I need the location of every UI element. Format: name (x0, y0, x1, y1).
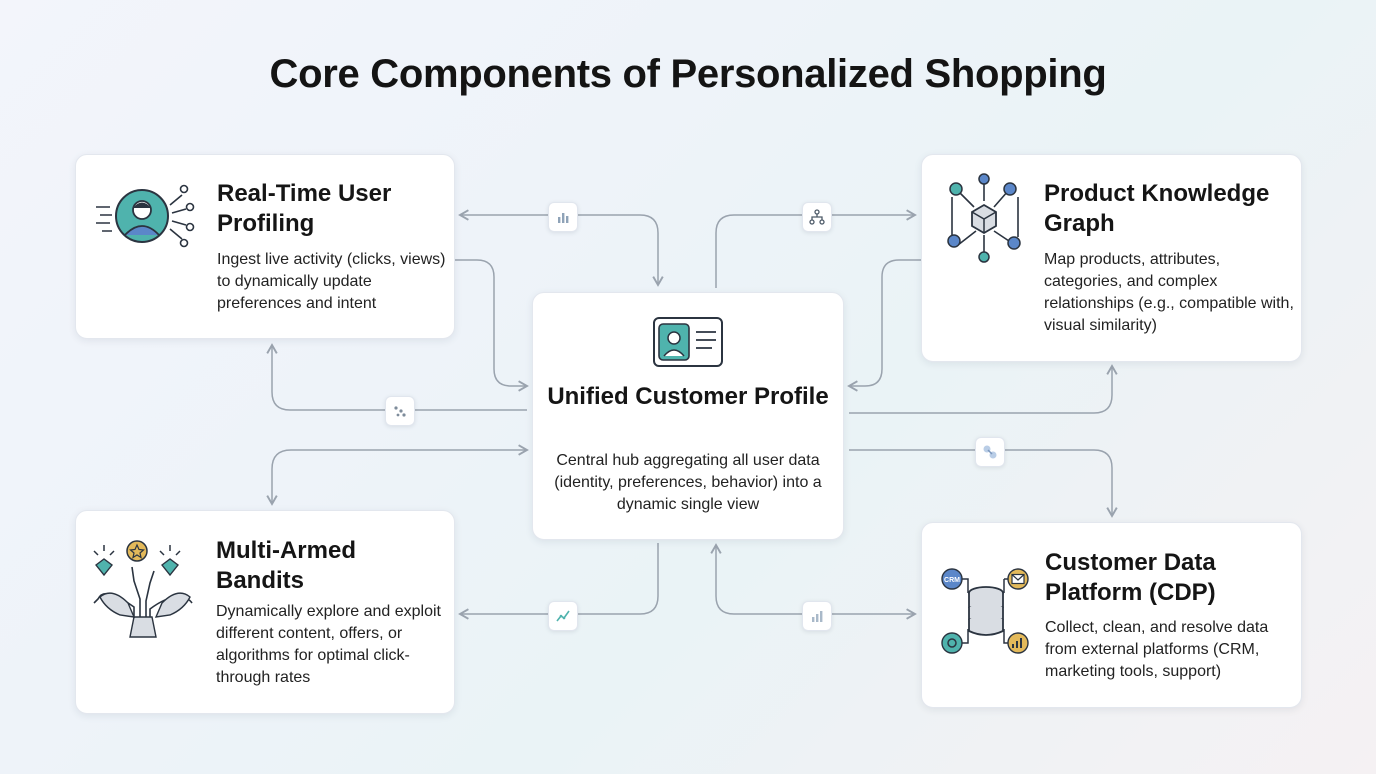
trend-badge (548, 601, 578, 631)
database-hub-icon: CRM (941, 568, 1029, 654)
card-title: Unified Customer Profile (547, 383, 829, 410)
connector-mab-to-ucp (266, 444, 529, 506)
link-badge (975, 437, 1005, 467)
bar-chart-icon (558, 213, 569, 223)
connector-ucp-to-pkg-top (715, 209, 917, 288)
profile-card-icon (653, 317, 723, 367)
card-title: Real-Time User Profiling (217, 180, 392, 237)
connector-rt-to-ucp-top (458, 209, 664, 287)
user-profiling-icon (96, 184, 195, 248)
connector-rt-to-ucp-mid (455, 259, 529, 392)
bar-chart-badge (548, 202, 578, 232)
card-description: Map products, attributes, categories, an… (1044, 251, 1294, 334)
page-title: Core Components of Personalized Shopping (269, 52, 1107, 96)
bar-chart-badge-2 (802, 601, 832, 631)
bar-chart-icon (812, 611, 823, 622)
card-multi-armed-bandits: Multi-Armed Bandits Dynamically explore … (75, 510, 455, 714)
hierarchy-badge (802, 202, 832, 232)
card-title: Customer Data Platform (CDP) (1045, 549, 1216, 606)
scatter-badge (385, 396, 415, 426)
link-icon (983, 445, 997, 459)
scatter-icon (394, 406, 406, 417)
hierarchy-icon (809, 209, 825, 225)
connector-ucp-to-rt-loop (266, 343, 527, 411)
card-description: Ingest live activity (clicks, views) to … (217, 251, 446, 312)
card-unified-customer-profile: Unified Customer Profile Central hub agg… (532, 292, 844, 540)
card-description: Dynamically explore and exploit differen… (216, 603, 441, 686)
card-title: Multi-Armed Bandits (216, 537, 356, 594)
card-realtime-user-profiling: Real-Time User Profiling Ingest live act… (75, 154, 455, 339)
card-title: Product Knowledge Graph (1044, 180, 1270, 237)
card-description: Collect, clean, and resolve data from ex… (1045, 619, 1269, 680)
knowledge-graph-icon (947, 173, 1021, 263)
card-customer-data-platform: CRM Customer Data Platform (CDP) Collect… (921, 522, 1302, 708)
crm-label: CRM (944, 577, 960, 584)
connector-ucp-to-mab-bottom (458, 543, 659, 620)
connector-ucp-to-cdp-bottom (710, 543, 917, 620)
card-product-knowledge-graph: Product Knowledge Graph Map products, at… (921, 154, 1302, 362)
connector-ucp-to-pkg-lower (849, 364, 1118, 414)
trend-line-icon (556, 610, 570, 622)
multi-armed-hands-icon (93, 540, 193, 638)
card-description: Central hub aggregating all user data (i… (554, 452, 822, 513)
connector-pkg-to-ucp (847, 259, 921, 392)
connector-ucp-to-cdp (849, 449, 1118, 518)
